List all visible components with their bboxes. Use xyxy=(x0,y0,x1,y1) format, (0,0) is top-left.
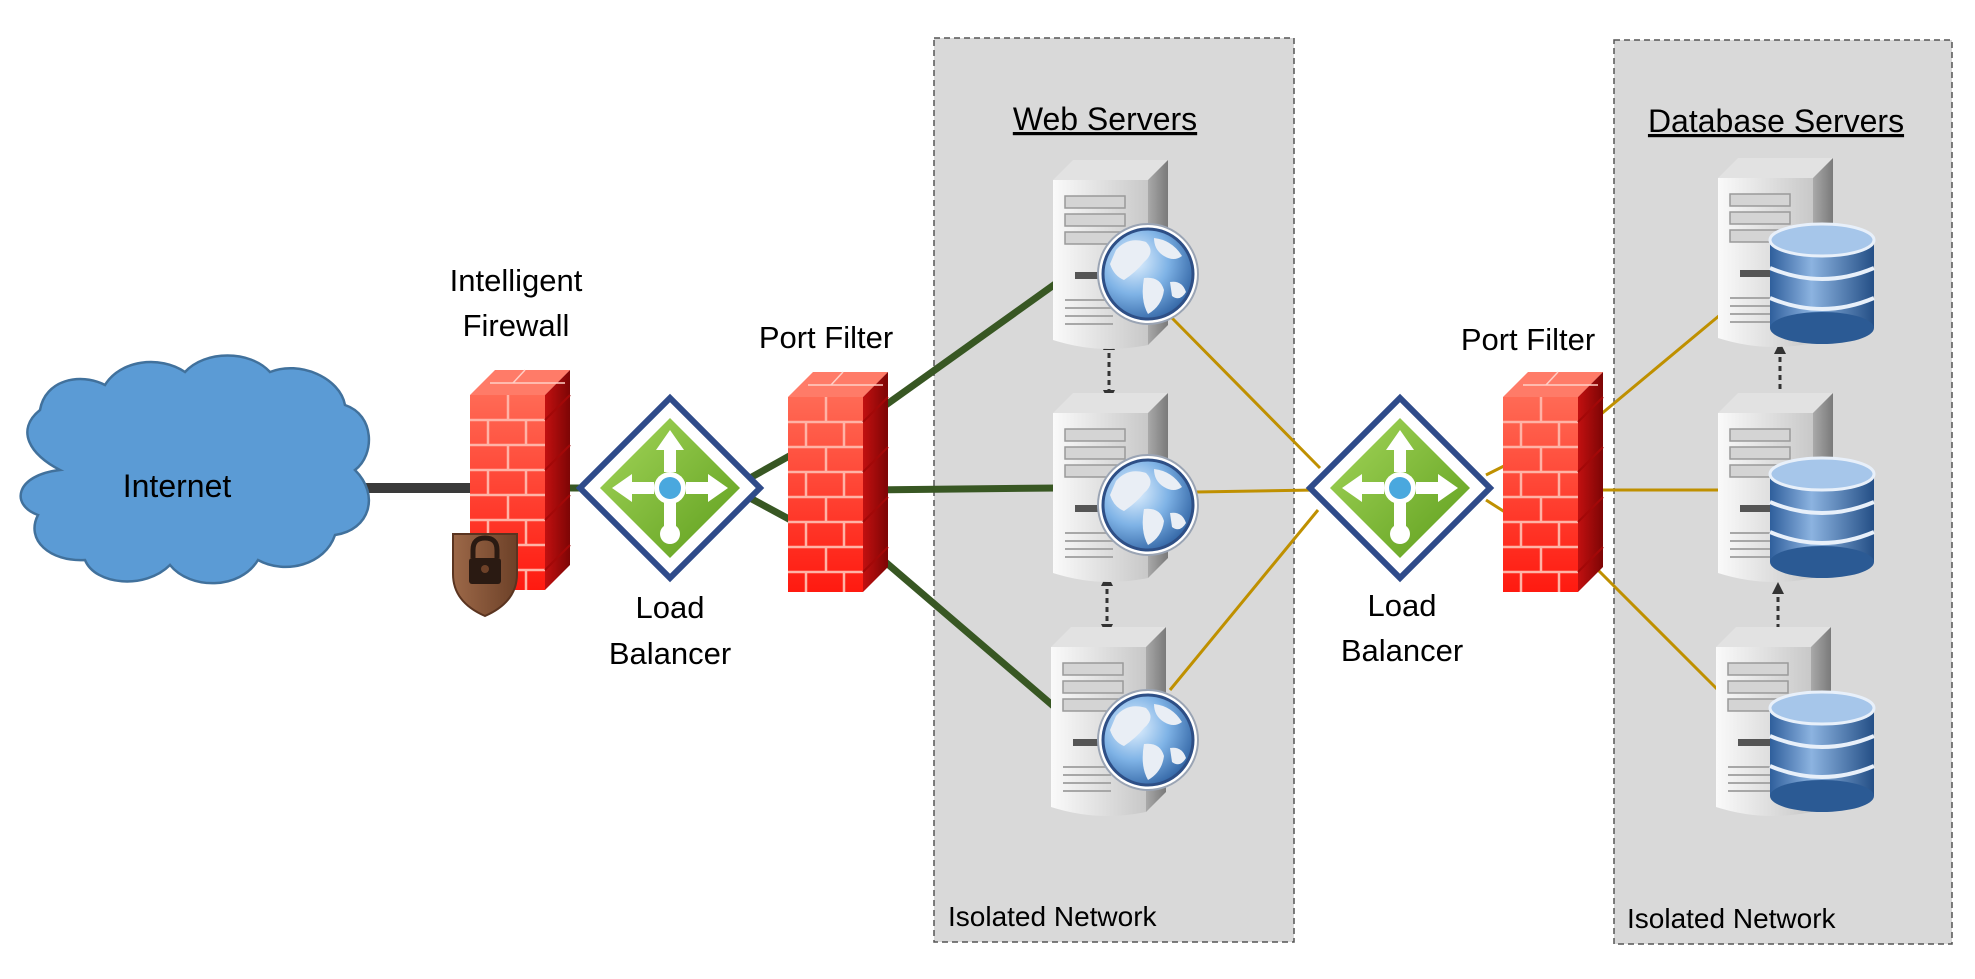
load-balancer-1-label-line2: Balancer xyxy=(609,636,731,671)
web-servers-title: Web Servers xyxy=(1013,101,1197,137)
database-icon xyxy=(1768,222,1876,346)
load-balancer-1-label-line1: Load xyxy=(636,590,705,625)
port-filter-1-icon xyxy=(786,370,890,594)
globe-icon xyxy=(1096,453,1200,557)
port-filter-1-label: Port Filter xyxy=(759,320,893,355)
load-balancer-2-label-line1: Load xyxy=(1368,588,1437,623)
globe-icon xyxy=(1096,222,1200,326)
database-icon xyxy=(1768,690,1876,814)
web-isolated-network-label: Isolated Network xyxy=(948,901,1158,932)
database-servers-title: Database Servers xyxy=(1648,103,1904,139)
globe-icon xyxy=(1096,688,1200,792)
internet-label: Internet xyxy=(123,468,232,504)
internet-cloud-icon xyxy=(19,354,371,585)
port-filter-2-icon xyxy=(1501,370,1605,594)
firewall-label-line2: Firewall xyxy=(463,308,570,343)
firewall-label-line1: Intelligent xyxy=(450,263,583,298)
lock-shield-icon xyxy=(452,533,518,618)
db-isolated-network-label: Isolated Network xyxy=(1627,903,1837,934)
load-balancer-1-icon xyxy=(580,398,760,578)
database-icon xyxy=(1768,456,1876,580)
port-filter-2-label: Port Filter xyxy=(1461,322,1595,357)
load-balancer-2-label-line2: Balancer xyxy=(1341,633,1463,668)
gold-links xyxy=(1168,313,1722,692)
load-balancer-2-icon xyxy=(1310,398,1490,578)
